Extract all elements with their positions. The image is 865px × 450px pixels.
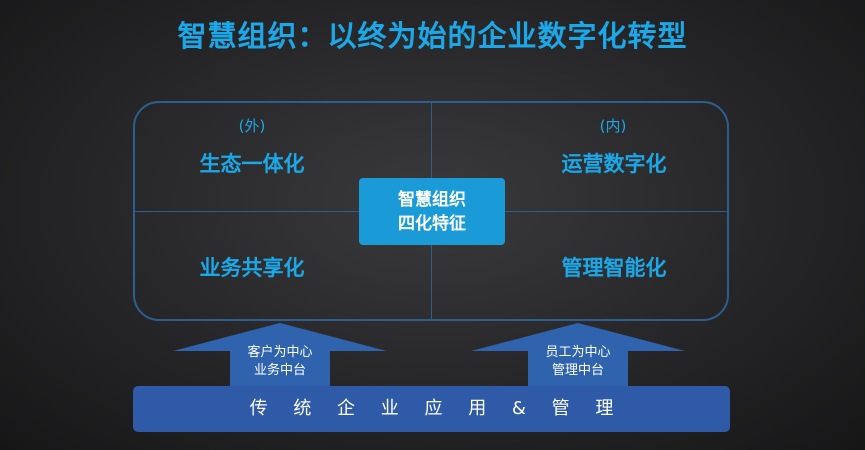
arrow-management-line-1: 员工为中心 bbox=[545, 345, 611, 360]
arrow-management-line-2: 管理中台 bbox=[551, 363, 604, 378]
center-line-2: 四化特征 bbox=[398, 213, 466, 234]
arrow-business-line-1: 客户为中心 bbox=[247, 345, 313, 360]
base-label: 传 统 企 业 应 用 & 管 理 bbox=[249, 398, 624, 419]
arrow-business-text: 客户为中心 业务中台 bbox=[230, 344, 330, 380]
arrow-management-platform: 员工为中心 管理中台 bbox=[471, 323, 685, 389]
arrow-business-line-2: 业务中台 bbox=[253, 363, 306, 378]
outer-label: (外) bbox=[238, 117, 266, 135]
quadrant-top-right: 运营数字化 bbox=[561, 152, 667, 176]
center-feature-box: 智慧组织 四化特征 bbox=[359, 178, 505, 245]
page-title: 智慧组织：以终为始的企业数字化转型 bbox=[177, 19, 688, 53]
base-bar: 传 统 企 业 应 用 & 管 理 bbox=[133, 386, 730, 432]
quadrant-bottom-left: 业务共享化 bbox=[199, 256, 305, 280]
quadrant-bottom-right: 管理智能化 bbox=[561, 256, 667, 280]
up-arrow-icon bbox=[471, 323, 685, 389]
arrow-business-platform: 客户为中心 业务中台 bbox=[173, 323, 387, 389]
center-line-1: 智慧组织 bbox=[398, 189, 466, 210]
inner-label: (内) bbox=[599, 117, 627, 135]
up-arrow-icon bbox=[173, 323, 387, 389]
arrow-management-text: 员工为中心 管理中台 bbox=[528, 344, 628, 380]
quadrant-top-left: 生态一体化 bbox=[199, 152, 305, 176]
